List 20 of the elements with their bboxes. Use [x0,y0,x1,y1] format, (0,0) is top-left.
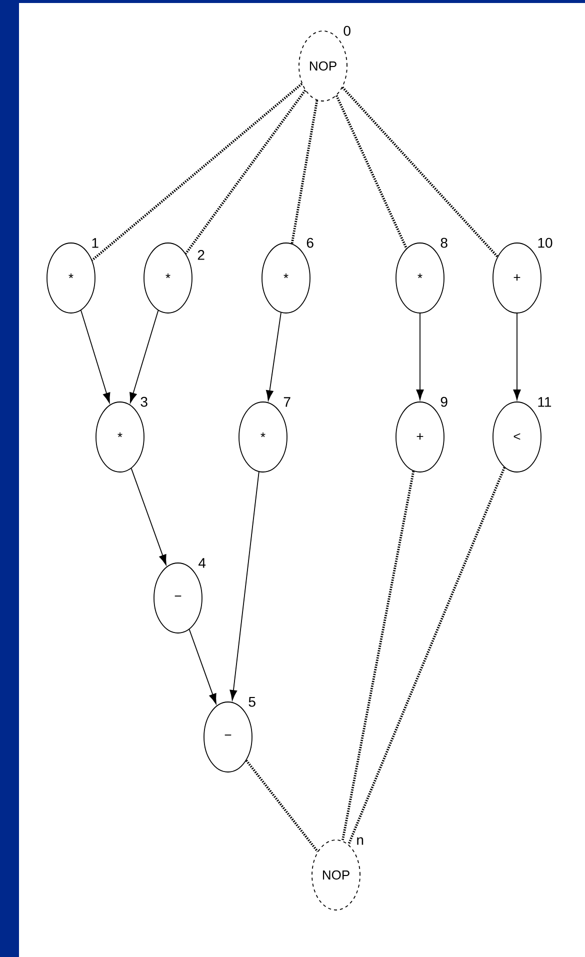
dotted-line [341,470,415,842]
operation-node: * [144,242,192,314]
dotted-line [290,100,318,244]
arrow [266,312,282,401]
arrow [130,310,159,403]
arrow [188,628,216,704]
dotted-line [91,82,303,262]
arrow [130,468,166,566]
arrow [230,472,260,700]
dotted-line [342,86,498,258]
dotted-line [245,760,319,852]
node-number: 2 [198,250,204,260]
nop-node: NOP [312,840,360,910]
dotted-line [347,466,506,846]
arrow [416,313,424,400]
dotted-line [335,95,408,249]
arrow [513,313,521,400]
dotted-line [184,90,306,254]
node-number: n [357,837,364,845]
arrow [80,310,110,404]
